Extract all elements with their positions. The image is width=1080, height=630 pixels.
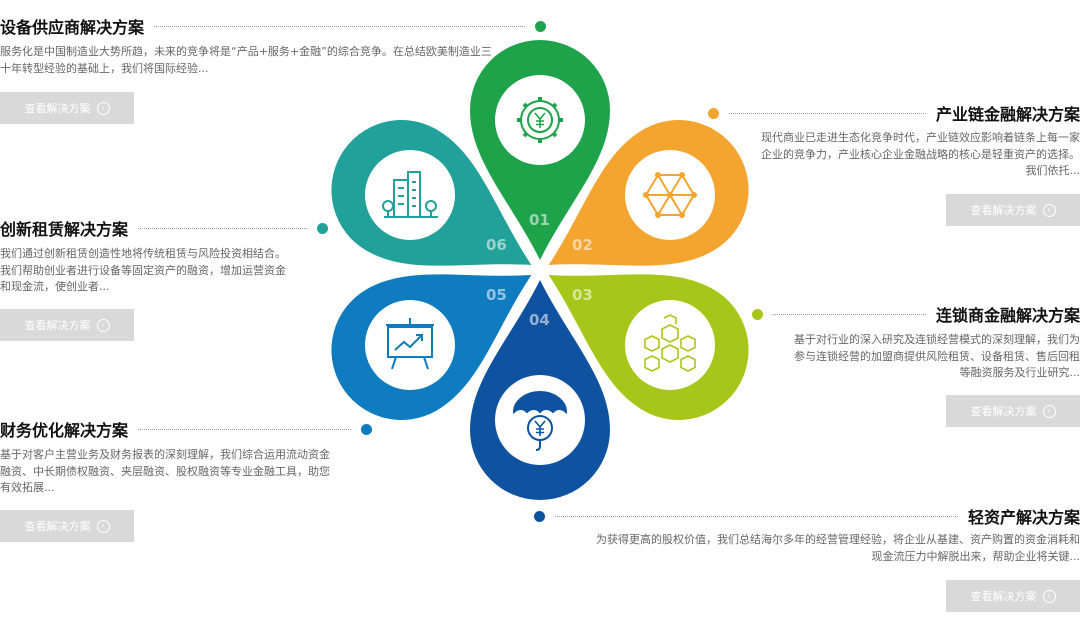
solution-desc: 服务化是中国制造业大势所趋，未来的竞争将是“产品+服务+金融”的综合竞争。在总结… bbox=[0, 45, 492, 75]
gear-yen-icon bbox=[517, 97, 563, 143]
connector-line bbox=[555, 515, 958, 517]
button-label: 查看解决方案 bbox=[24, 520, 91, 533]
view-solution-button[interactable]: 查看解决方案 › bbox=[946, 580, 1080, 612]
view-solution-button[interactable]: 查看解决方案 › bbox=[0, 510, 134, 542]
solution-desc: 基于对客户主营业务及财务报表的深刻理解，我们综合运用流动资金融资、中长期债权融资… bbox=[0, 448, 330, 494]
blocks-icon bbox=[644, 314, 696, 372]
connector-line bbox=[154, 25, 525, 27]
arrow-right-icon: › bbox=[1042, 404, 1056, 418]
connector-dot bbox=[317, 222, 328, 234]
button-label: 查看解决方案 bbox=[24, 102, 91, 115]
petal-number-01: 01 bbox=[529, 211, 550, 229]
arrow-right-icon: › bbox=[1042, 589, 1056, 603]
button-label: 查看解决方案 bbox=[970, 204, 1037, 217]
umbrella-yen-icon bbox=[512, 391, 568, 451]
view-solution-button[interactable]: 查看解决方案 › bbox=[946, 194, 1080, 226]
solution-desc: 为获得更高的股权价值，我们总结海尔多年的经营管理经验，将企业从基建、资产购置的资… bbox=[596, 533, 1080, 563]
arrow-right-icon: › bbox=[96, 101, 110, 115]
petal-number-05: 05 bbox=[486, 286, 507, 304]
solution-desc: 我们通过创新租赁创造性地将传统租赁与风险投资相结合。我们帮助创业者进行设备等固定… bbox=[0, 247, 286, 293]
arrow-right-icon: › bbox=[96, 318, 110, 332]
arrow-right-icon: › bbox=[96, 519, 110, 533]
connector-dot bbox=[752, 308, 763, 320]
connector-dot bbox=[361, 423, 372, 435]
chart-board-icon bbox=[386, 318, 434, 370]
solution-title: 连锁商金融解决方案 bbox=[935, 306, 1080, 325]
petal-number-02: 02 bbox=[572, 236, 593, 254]
solution-title: 轻资产解决方案 bbox=[967, 508, 1080, 527]
view-solution-button[interactable]: 查看解决方案 › bbox=[0, 309, 134, 341]
button-label: 查看解决方案 bbox=[970, 405, 1037, 418]
petal-circle bbox=[365, 150, 455, 240]
buildings-icon bbox=[382, 171, 438, 218]
petal-number-06: 06 bbox=[486, 236, 507, 254]
button-label: 查看解决方案 bbox=[24, 319, 91, 332]
solution-title: 设备供应商解决方案 bbox=[0, 18, 145, 37]
connector-line bbox=[138, 428, 351, 430]
petal-number-04: 04 bbox=[529, 311, 550, 329]
solution-title: 产业链金融解决方案 bbox=[935, 105, 1080, 124]
view-solution-button[interactable]: 查看解决方案 › bbox=[0, 92, 134, 124]
solution-desc: 基于对行业的深入研究及连锁经营模式的深刻理解，我们为参与连锁经营的加盟商提供风险… bbox=[794, 333, 1080, 379]
connector-line bbox=[773, 313, 926, 315]
network-icon bbox=[643, 172, 697, 218]
petal-circle bbox=[495, 375, 585, 465]
button-label: 查看解决方案 bbox=[970, 590, 1037, 603]
connector-dot bbox=[708, 107, 719, 119]
connector-line bbox=[138, 227, 307, 229]
solution-flower-diagram: 01 02 03 04 05 06 bbox=[330, 40, 750, 500]
connector-line bbox=[729, 112, 926, 114]
arrow-right-icon: › bbox=[1042, 203, 1056, 217]
view-solution-button[interactable]: 查看解决方案 › bbox=[946, 395, 1080, 427]
solution-title: 创新租赁解决方案 bbox=[0, 220, 129, 239]
connector-dot bbox=[534, 510, 545, 522]
solution-title: 财务优化解决方案 bbox=[0, 421, 129, 440]
petal-circle bbox=[365, 300, 455, 390]
petal-number-03: 03 bbox=[572, 286, 593, 304]
connector-dot bbox=[535, 20, 546, 32]
solution-desc: 现代商业已走进生态化竞争时代，产业链效应影响着链条上每一家企业的竞争力，产业核心… bbox=[761, 131, 1080, 177]
